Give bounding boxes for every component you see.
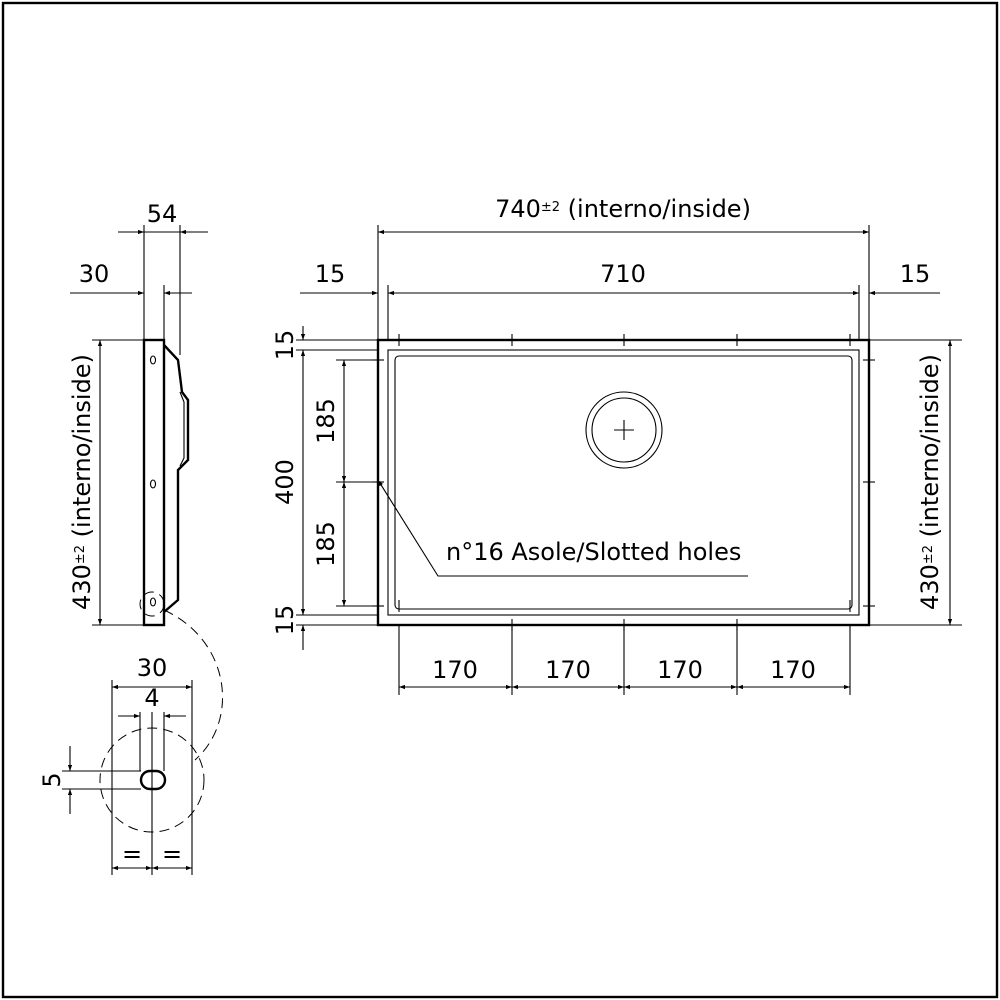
slot-hole (139, 769, 167, 791)
dim-710-row: 15 710 15 (300, 260, 940, 340)
side-slot-2 (149, 479, 157, 489)
slotted-holes-callout: n°16 Asole/Slotted holes (377, 479, 748, 577)
drain-icon (585, 391, 663, 469)
side-depth-label: 54 (147, 200, 178, 228)
slot-detail: 30 4 5 = = (38, 654, 205, 875)
slotted-holes-label: n°16 Asole/Slotted holes (446, 538, 741, 566)
dim-left-height: 430±2 (interno/inside) (68, 339, 144, 626)
overall-width-label: 740±2 (interno/inside) (495, 195, 751, 223)
inner-400-label: 400 (271, 459, 299, 505)
dim-left-vertical: 15 400 15 185 185 (271, 326, 378, 650)
slot-marks (372, 334, 875, 631)
side-flange-label: 30 (79, 260, 110, 288)
side-view (139, 338, 224, 761)
detail-ref-circle (139, 591, 165, 617)
detail-width-label: 30 (137, 654, 168, 682)
slot-height-label: 5 (38, 772, 66, 787)
upper-185-label: 185 (312, 398, 340, 444)
slot-width-label: 4 (144, 684, 159, 712)
left-margin-label: 15 (315, 260, 346, 288)
bottom-margin-label: 15 (271, 605, 299, 636)
tray-basin (394, 355, 853, 610)
detail-leader (163, 609, 224, 761)
spacing-3-label: 170 (657, 656, 703, 684)
right-height-label: 430±2 (interno/inside) (916, 354, 944, 610)
spacing-4-label: 170 (770, 656, 816, 684)
side-slot-1 (149, 355, 157, 365)
tray-outline (376, 338, 871, 627)
side-slot-3 (149, 597, 157, 607)
side-profile (142, 338, 166, 627)
side-basin-profile (163, 344, 190, 613)
dim-bottom-spacing: 170 170 170 170 (398, 625, 851, 695)
spacing-2-label: 170 (545, 656, 591, 684)
equal-left-label: = (122, 840, 142, 868)
top-margin-label: 15 (271, 330, 299, 361)
left-height-label: 430±2 (interno/inside) (68, 354, 96, 610)
dim-overall-width: 740±2 (interno/inside) (377, 195, 870, 340)
spacing-1-label: 170 (432, 656, 478, 684)
equal-right-label: = (162, 840, 182, 868)
tray-inner-rim (387, 349, 860, 616)
right-margin-label: 15 (900, 260, 931, 288)
dim-right-height: 430±2 (interno/inside) (869, 339, 962, 626)
span-710-label: 710 (600, 260, 646, 288)
lower-185-label: 185 (312, 521, 340, 567)
dim-side-depth: 54 30 (70, 200, 208, 355)
top-view (372, 334, 875, 631)
